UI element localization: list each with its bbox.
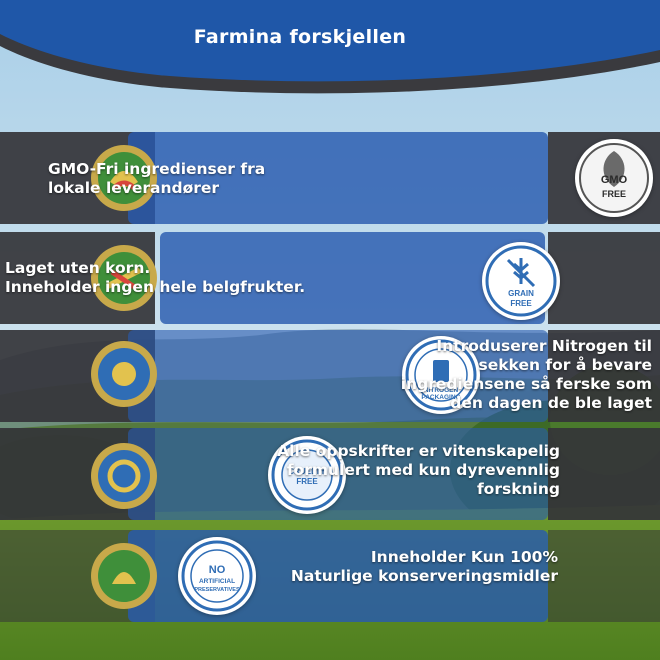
badge-label: FREE — [510, 299, 532, 308]
medal-icon — [91, 145, 157, 211]
cruelty-free-icon: CRUELTY FREE — [268, 436, 346, 514]
feature-row-grain: Laget uten korn. Inneholder ingen hele b… — [0, 232, 660, 324]
feature-text: Introduserer Nitrogen til sekken for å b… — [400, 337, 652, 412]
no-artificial-preservatives-icon: NO ARTIFICIAL PRESERVATIVES — [178, 537, 256, 615]
badge-label: FREE — [602, 189, 626, 199]
badge-label: GRAIN — [508, 289, 534, 298]
feature-row-cruelty: CRUELTY FREE Alle oppskrifter er vitensk… — [0, 428, 660, 520]
badge-label: NO — [209, 564, 226, 576]
gmo-free-icon: GMO FREE — [575, 139, 653, 217]
medal-icon — [91, 245, 157, 311]
medal-icon — [91, 543, 157, 609]
badge-label: PRESERVATIVES — [194, 587, 240, 593]
badge-label: CRUELTY — [288, 467, 326, 476]
nitrogen-packaging-icon: NITROGEN PACKAGING — [402, 336, 480, 414]
badge-label: ARTIFICIAL — [199, 578, 235, 585]
feature-row-preservatives: NO ARTIFICIAL PRESERVATIVES Inneholder K… — [0, 530, 660, 622]
feature-row-nitrogen: NITROGEN PACKAGING Introduserer Nitrogen… — [0, 330, 660, 422]
feature-row-gmo: GMO-Fri ingredienser fra lokale leverand… — [0, 132, 660, 224]
header-swoosh — [0, 0, 660, 94]
feature-text: GMO-Fri ingredienser fra lokale leverand… — [48, 160, 266, 197]
medal-icon — [91, 341, 157, 407]
grain-free-icon: GRAIN FREE — [482, 242, 560, 320]
page-title: Farmina forskjellen — [193, 26, 407, 48]
badge-label: PACKAGING — [421, 394, 460, 401]
feature-text: Alle oppskrifter er vitenskapelig formul… — [277, 442, 560, 498]
feature-text: Inneholder Kun 100% Naturlige konserveri… — [290, 548, 558, 585]
badge-label: FREE — [296, 477, 318, 486]
badge-label: NITROGEN — [424, 387, 459, 394]
medal-icon — [91, 443, 157, 509]
badge-label: GMO — [601, 174, 628, 186]
feature-text: Laget uten korn. Inneholder ingen hele b… — [5, 259, 306, 296]
